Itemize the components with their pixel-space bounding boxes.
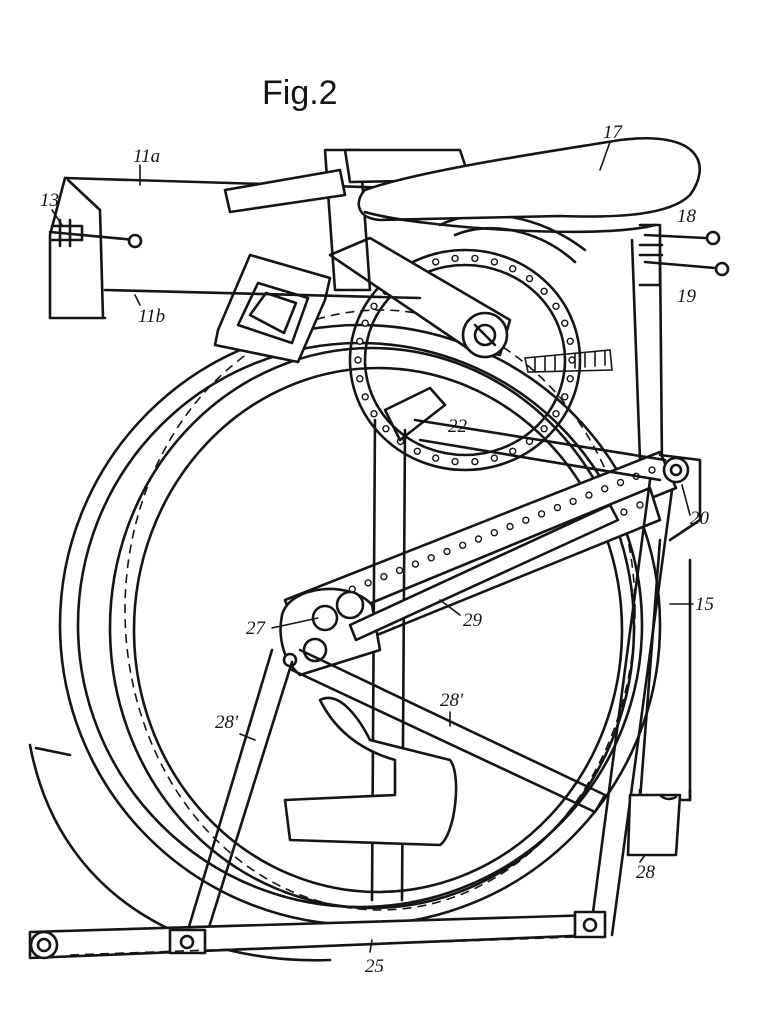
perforation-hole [554, 505, 560, 511]
perforation-hole [362, 320, 368, 326]
perforation-hole [476, 536, 482, 542]
label-28: 28 [636, 862, 656, 883]
perforation-hole [357, 376, 363, 382]
label-22: 22 [448, 416, 468, 437]
perforation-hole [507, 524, 513, 530]
label-11b: 11b [138, 306, 165, 327]
perforation-hole [562, 394, 568, 400]
perforation-hole [567, 376, 573, 382]
label-20: 20 [690, 508, 710, 529]
perforation-hole [371, 411, 377, 417]
label-15: 15 [695, 594, 714, 615]
perforation-hole [383, 426, 389, 432]
perforation-hole [567, 338, 573, 344]
label-19: 19 [677, 286, 697, 307]
perforation-hole [602, 486, 608, 492]
perforation-hole [433, 259, 439, 265]
figure-title: Fig.2 [262, 74, 338, 112]
label-28p-left: 28' [215, 712, 239, 733]
perforation-hole [355, 357, 361, 363]
perforation-hole [365, 580, 371, 586]
perforation-hole [570, 498, 576, 504]
perforation-hole [397, 567, 403, 573]
perforation-hole [428, 555, 434, 561]
folded-part [285, 698, 456, 845]
perforation-hole [541, 426, 547, 432]
perforation-hole [491, 455, 497, 461]
label-13: 13 [40, 190, 59, 211]
label-27: 27 [246, 618, 267, 639]
perforation-hole [621, 509, 627, 515]
perforation-hole [553, 411, 559, 417]
label-11a: 11a [133, 146, 160, 167]
label-28p-right: 28' [440, 690, 464, 711]
seat-tube [632, 240, 662, 465]
perforation-hole [649, 467, 655, 473]
perforation-hole [472, 459, 478, 465]
perforation-hole [362, 394, 368, 400]
perforation-hole [381, 574, 387, 580]
perforation-hole [371, 303, 377, 309]
perforation-hole [491, 530, 497, 536]
label-29: 29 [463, 610, 483, 631]
perforation-hole [618, 480, 624, 486]
perforation-hole [414, 448, 420, 454]
perforation-hole [510, 266, 516, 272]
perforation-hole [569, 357, 575, 363]
label-18: 18 [677, 206, 697, 227]
perforation-hole [412, 561, 418, 567]
perforation-hole [357, 338, 363, 344]
perforation-hole [527, 276, 533, 282]
perforation-hole [433, 455, 439, 461]
perforation-hole [541, 288, 547, 294]
perforation-hole [460, 542, 466, 548]
levers [640, 225, 728, 285]
perforation-hole [553, 303, 559, 309]
label-17: 17 [603, 122, 624, 143]
label-25: 25 [365, 956, 384, 977]
perforation-hole [539, 511, 545, 517]
perforation-hole [510, 448, 516, 454]
bottom-rail [30, 912, 605, 958]
perforation-hole [586, 492, 592, 498]
perforation-hole [562, 320, 568, 326]
perforation-hole [491, 259, 497, 265]
perforation-hole [452, 459, 458, 465]
perforation-hole [444, 549, 450, 555]
perforation-hole [637, 502, 643, 508]
perforation-hole [523, 517, 529, 523]
perforation-hole [472, 255, 478, 261]
perforation-hole [452, 255, 458, 261]
